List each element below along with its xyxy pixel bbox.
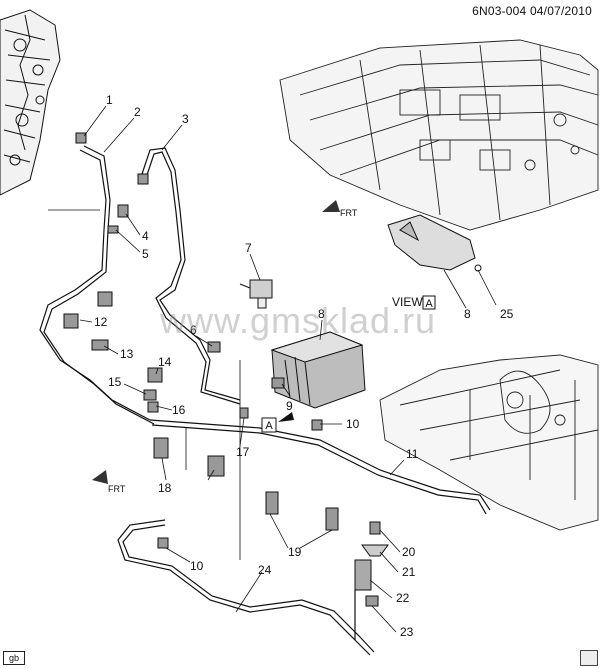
view-a-arrow: A [261,412,294,433]
callout-1: 1 [106,93,113,107]
clip-5 [107,225,119,234]
diagram-header: 6N03-004 04/07/2010 [472,4,592,18]
clip-12b [63,313,79,329]
engine-illustration [0,9,61,196]
fuel-tank-illustration [379,354,599,531]
diagram-date: 04/07/2010 [529,4,592,18]
callout-13: 13 [120,347,134,361]
clip-14 [147,367,163,383]
callout-8b: 8 [464,307,471,321]
clip-16 [147,401,159,413]
callout-10b: 10 [190,559,204,573]
view-a-label: VIEW A [392,295,436,310]
clip-1 [75,132,87,144]
callout-4: 4 [142,229,149,243]
callout-10a: 10 [346,417,360,431]
clip-3-end [137,173,149,185]
callout-25: 25 [500,307,514,321]
clip-19b [325,507,339,531]
callout-23: 23 [400,625,414,639]
evap-canister-illustration [270,331,366,409]
fuel-evap-pipes [39,145,491,656]
callout-16: 16 [172,403,186,417]
corner-icon [580,650,598,666]
footer-tag: gb [3,651,25,665]
callout-numbers: 1 2 3 4 5 6 7 8 8 9 10 10 11 12 13 14 15… [94,93,514,639]
callout-8a: 8 [318,307,325,321]
purge-valve-illustration [239,279,273,309]
callout-24: 24 [258,563,272,577]
callout-20: 20 [402,545,416,559]
callout-5: 5 [142,247,149,261]
clip-6 [207,341,221,353]
clip-12a [97,291,113,307]
canister-bracket-illustration [387,214,482,272]
clip-19a [265,491,279,515]
clip-18b [207,455,225,477]
clip-15 [143,389,157,401]
callout-22: 22 [396,591,410,605]
callout-11: 11 [406,447,419,461]
clip-13 [91,339,109,351]
clip-23 [365,595,379,607]
callout-leaders [79,105,497,633]
callout-9: 9 [286,399,293,413]
callout-2: 2 [134,105,141,119]
clip-21 [361,544,389,557]
svg-text:VIEW: VIEW [392,295,423,309]
clip-10b [157,537,169,549]
front-arrow-upper: FRT [322,200,358,218]
part-22 [354,559,372,591]
clip-20 [369,521,381,535]
clip-4 [117,204,129,218]
clip-18a [153,437,169,459]
callout-3: 3 [182,112,189,126]
diagram-code: 6N03-004 [472,4,527,18]
clip-10a [311,419,323,431]
clip-17 [239,407,249,419]
callout-12: 12 [94,315,108,329]
callout-17: 17 [236,445,250,459]
svg-text:A: A [425,298,433,310]
watermark-text: www.gmsklad.ru [160,300,437,341]
svg-text:FRT: FRT [108,484,126,494]
svg-text:A: A [265,420,273,432]
callout-14: 14 [158,355,172,369]
callout-15: 15 [108,375,122,389]
front-arrow-lower: FRT [92,470,126,494]
callout-18: 18 [158,481,172,495]
floor-pan-illustration [279,39,599,231]
callout-21: 21 [402,565,416,579]
callout-19: 19 [288,545,302,559]
clip-parts [63,132,389,607]
callout-7: 7 [245,241,252,255]
callout-6: 6 [190,323,197,337]
svg-text:FRT: FRT [340,208,358,218]
clip-9 [271,377,285,389]
